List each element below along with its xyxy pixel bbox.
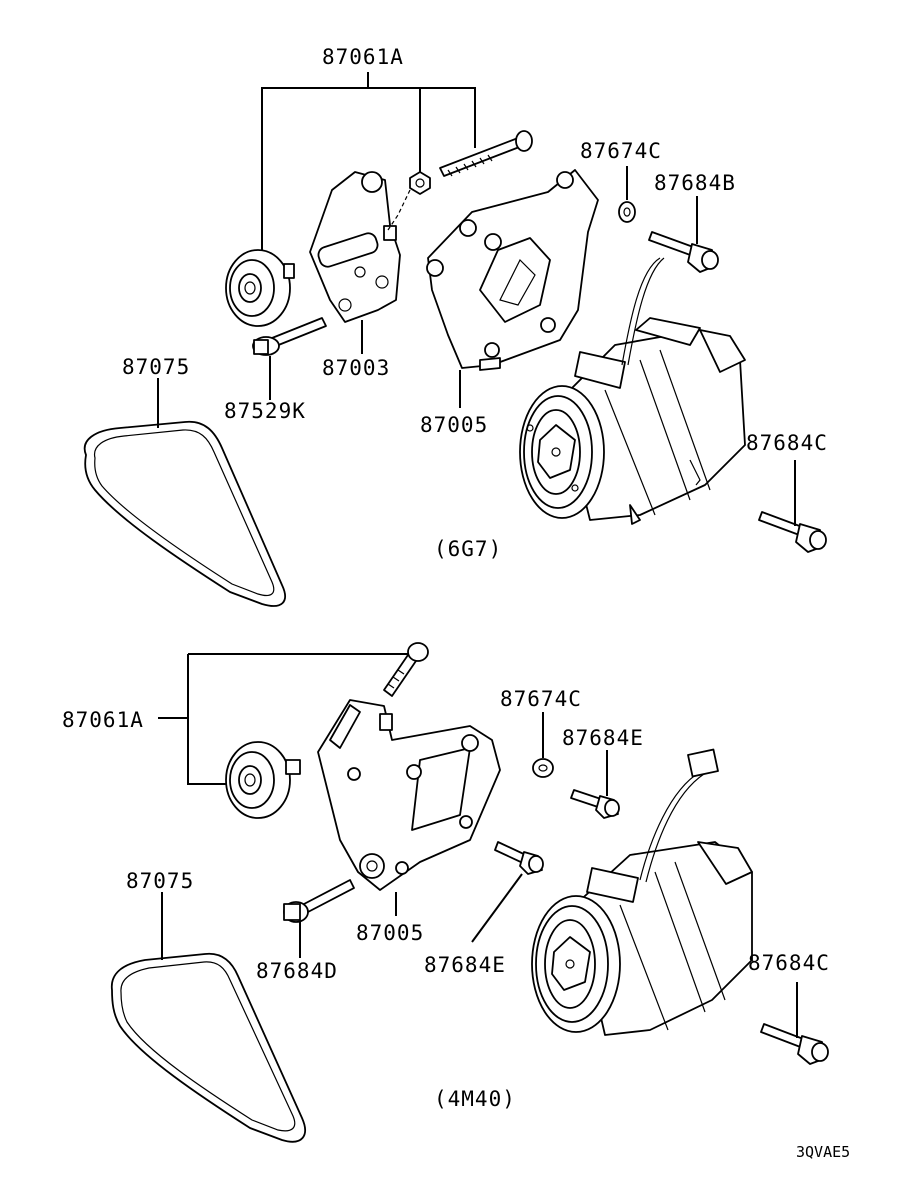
bolt-87684c-bottom — [760, 1023, 829, 1065]
label-87684d-bottom: 87684D — [256, 959, 338, 983]
compressor-bracket-top — [426, 169, 599, 371]
long-bolt-bottom — [383, 642, 429, 697]
washer-top — [618, 201, 636, 223]
nut-top — [387, 171, 431, 231]
bolt-87684e-middle — [494, 841, 544, 875]
label-87684b-top: 87684B — [654, 171, 736, 195]
tensioner-bracket-top — [309, 171, 401, 323]
variant-label-top: (6G7) — [434, 537, 502, 561]
label-87061a-bottom: 87061A — [62, 708, 144, 732]
bolt-87684c-top — [758, 511, 827, 553]
section-4m40: 87061A 87674C 87684E 87075 87005 87684D … — [62, 642, 830, 1143]
label-87003-top: 87003 — [322, 356, 390, 380]
label-87005-bottom: 87005 — [356, 921, 424, 945]
label-87684c-bottom: 87684C — [748, 951, 830, 975]
compressor-bracket-bottom — [317, 699, 501, 891]
bolt-87684d-bottom — [283, 879, 355, 923]
washer-bottom — [532, 758, 554, 778]
ac-compressor-top — [519, 257, 746, 525]
label-87061a-top: 87061A — [322, 45, 404, 69]
diagram-code: 3QVAE5 — [796, 1143, 850, 1161]
drive-belt-bottom — [111, 952, 306, 1143]
idler-pulley-bottom — [225, 741, 301, 819]
label-87529k-top: 87529K — [224, 399, 306, 423]
label-87005-top: 87005 — [420, 413, 488, 437]
pulley-bolt-top — [252, 317, 327, 356]
idler-pulley-top — [225, 249, 295, 327]
ac-compressor-bottom — [531, 748, 753, 1036]
drive-belt-top — [83, 420, 286, 607]
bolt-87684e-upper — [570, 789, 620, 819]
leader-bolt-87684e-middle — [471, 873, 523, 943]
label-87674c-top: 87674C — [580, 139, 662, 163]
leader-tensioner-assembly-bottom — [158, 653, 410, 785]
label-87674c-bottom: 87674C — [500, 687, 582, 711]
label-87075-top: 87075 — [122, 355, 190, 379]
section-6g7: 87061A 87674C 87684B 87075 87003 87529K … — [83, 45, 828, 607]
label-87684e-middle: 87684E — [424, 953, 506, 977]
variant-label-bottom: (4M40) — [434, 1087, 516, 1111]
long-bolt-top — [439, 130, 533, 177]
label-87684c-top: 87684C — [746, 431, 828, 455]
leader-tensioner-assembly-top — [261, 72, 476, 255]
label-87075-bottom: 87075 — [126, 869, 194, 893]
label-87684e-upper: 87684E — [562, 726, 644, 750]
bolt-87684b-top — [648, 231, 719, 273]
